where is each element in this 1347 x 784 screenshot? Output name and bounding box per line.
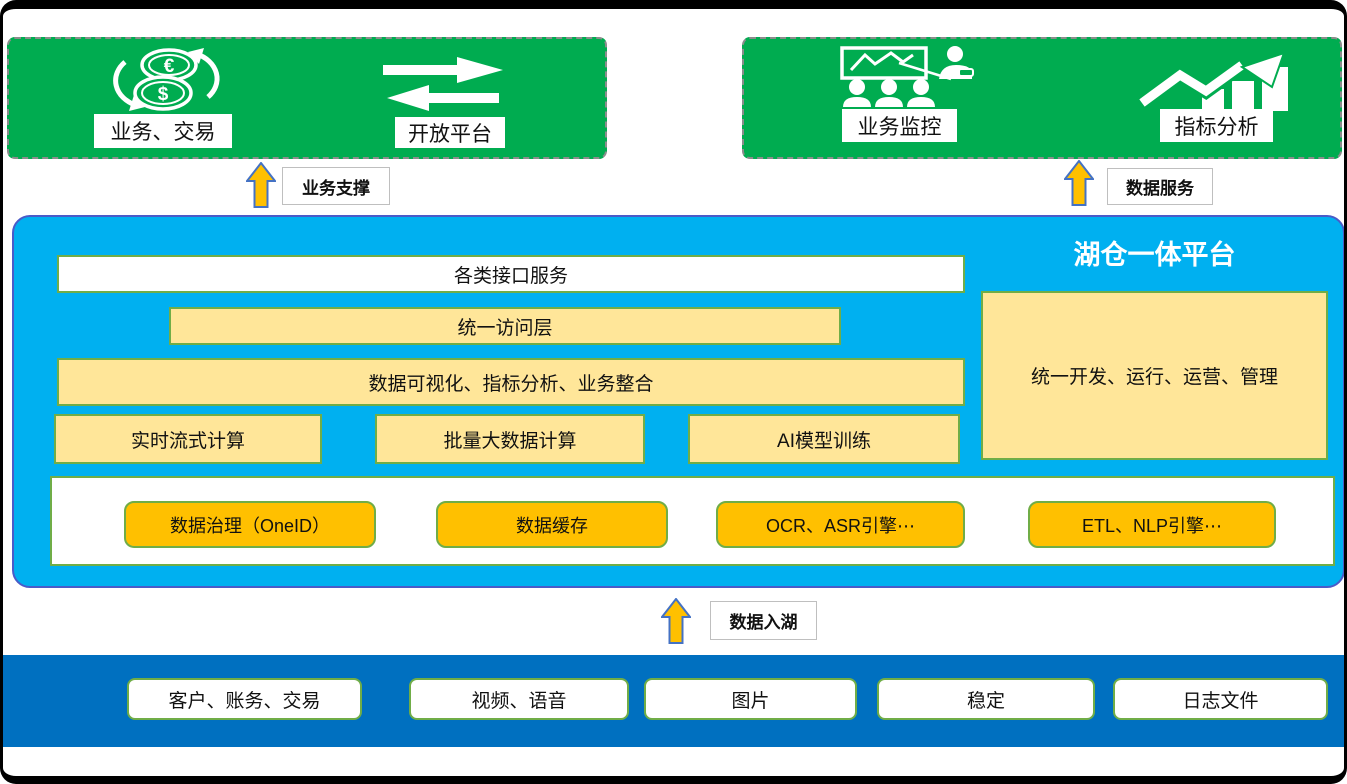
source-log-files: 日志文件 [1113,678,1328,720]
engine-ocr-asr: OCR、ASR引擎⋯ [716,501,965,548]
source-stable: 稳定 [877,678,1095,720]
source-video-voice: 视频、语音 [409,678,629,720]
growth-chart-icon [1138,51,1288,111]
engine-container: 数据治理（OneID） 数据缓存 OCR、ASR引擎⋯ ETL、NLP引擎⋯ [50,476,1335,566]
engine-data-governance: 数据治理（OneID） [124,501,376,548]
euro-symbol: € [164,56,175,77]
label-data-ingest: 数据入湖 [710,601,817,640]
engine-etl-nlp: ETL、NLP引擎⋯ [1028,501,1276,548]
box-unified-management: 统一开发、运行、运营、管理 [981,291,1328,460]
transfer-arrows-icon [383,57,503,111]
box-realtime-stream-compute: 实时流式计算 [54,414,322,464]
up-arrow-business-support-icon [246,162,276,208]
up-arrow-data-ingest-icon [661,598,691,644]
bar-unified-access-layer: 统一访问层 [169,307,841,345]
box-ai-model-training: AI模型训练 [688,414,960,464]
label-data-service: 数据服务 [1107,168,1213,205]
up-arrow-data-service-icon [1064,160,1094,206]
business-box-right: 业务监控 指标分析 [742,37,1342,159]
label-business-transactions: 业务、交易 [94,114,232,148]
platform-box: 湖仓一体平台 各类接口服务 统一访问层 数据可视化、指标分析、业务整合 实时流式… [12,215,1345,588]
label-business-monitoring: 业务监控 [842,109,957,142]
source-customer-accounting-transaction: 客户、账务、交易 [127,678,362,720]
engine-data-cache: 数据缓存 [436,501,668,548]
presentation-icon [840,46,974,107]
source-images: 图片 [644,678,857,720]
business-box-left: € $ 业务、交易 开放平台 [7,37,607,159]
coins-icon: € $ [113,48,220,111]
label-open-platform: 开放平台 [395,117,505,148]
box-batch-bigdata-compute: 批量大数据计算 [375,414,645,464]
bar-interface-services: 各类接口服务 [57,255,965,293]
dollar-symbol: $ [158,84,169,105]
bar-data-visualization: 数据可视化、指标分析、业务整合 [57,358,965,406]
platform-title: 湖仓一体平台 [1073,240,1236,270]
data-source-band: 客户、账务、交易 视频、语音 图片 稳定 日志文件 [3,655,1344,747]
label-business-support: 业务支撑 [282,167,390,205]
label-indicator-analysis: 指标分析 [1160,109,1273,142]
